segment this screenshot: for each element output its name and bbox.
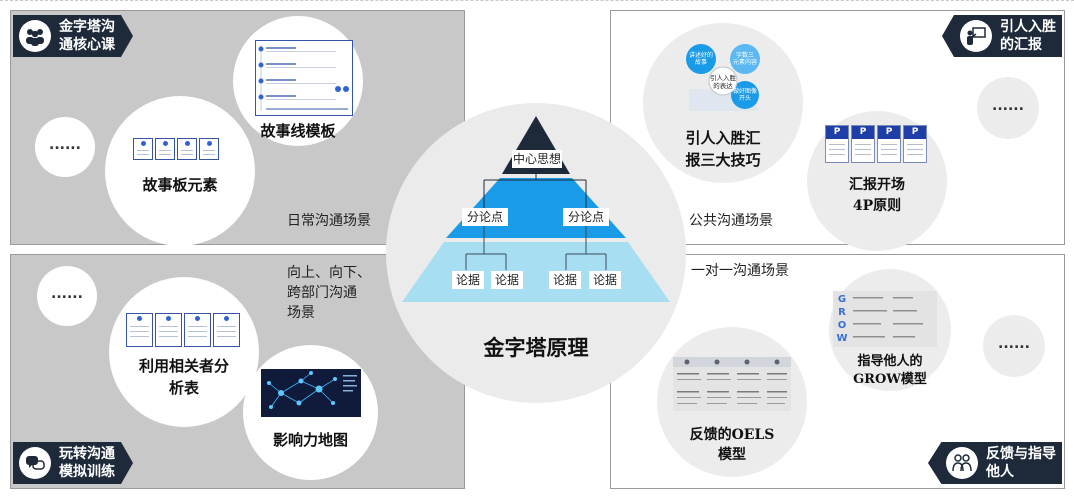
grow-letter-o: O (837, 320, 847, 331)
presenter-icon (960, 20, 992, 52)
grow-circle: G R O W 指导他人的 GROW模型 (829, 269, 951, 391)
oels-model-graphic (673, 357, 791, 404)
report-bubble-1: 讲述好的 故事 (688, 52, 713, 66)
pyramid-evidence-3: 论据 (549, 271, 581, 289)
pyramid-evidence-4: 论据 (589, 271, 621, 289)
grow-label: 指导他人的 GROW模型 (853, 354, 927, 387)
more-circle: ...... (35, 117, 95, 177)
four-p-label: 汇报开场 4P原则 (849, 177, 905, 214)
top-dashed-line (0, 0, 1074, 1)
pyramid-central-idea: 中心思想 (512, 150, 562, 168)
more-circle: ...... (977, 77, 1039, 139)
badge-feedback-coaching: 反馈与指导 他人 (928, 442, 1062, 484)
oels-circle: 反馈的OELS 模型 (657, 327, 807, 477)
storyline-label: 故事线模板 (260, 122, 336, 140)
pyramid-bottom-layer (402, 242, 670, 302)
center-title: 金字塔原理 (483, 335, 589, 360)
panel-core-course: ...... 故事板元素 故事线模板 日常沟通场景 (10, 10, 465, 246)
storyboard-label: 故事板元素 (142, 176, 218, 194)
storyboard-thumbnail (133, 138, 221, 160)
scene-one-on-one: 一对一沟通场景 (691, 263, 789, 279)
pyramid-connector-lines (483, 168, 587, 208)
scene-public: 公共沟通场景 (689, 213, 773, 229)
badge-core-course-text: 金字塔沟 通核心课 (59, 19, 115, 53)
grow-letter-w: W (836, 333, 848, 344)
influence-map-circle: 影响力地图 (243, 345, 378, 480)
panel-feedback-coaching: 一对一沟通场景 G R O W 指导他人的 GROW模型 ...... (610, 254, 1065, 489)
badge-core-course: 金字塔沟 通核心课 (13, 15, 133, 57)
oels-thumbnail (673, 357, 791, 411)
grow-letter-g: G (837, 294, 847, 305)
more-circle: ...... (983, 315, 1045, 377)
oels-label: 反馈的OELS 模型 (689, 427, 775, 463)
pyramid-sub-point-1: 分论点 (462, 208, 508, 226)
panel-simulation-training: ...... 利用相关者分 析表 (10, 254, 465, 489)
report-bubble-2: 字数三 元素内容 (732, 52, 757, 66)
pyramid-evidence-1: 论据 (452, 271, 484, 289)
badge-engaging-report-text: 引人入胜 的汇报 (1000, 19, 1056, 53)
panel-engaging-report: 讲述好的 故事 字数三 元素内容 做好图像 开头 引人入胜 的表达 引人入胜汇 … (610, 10, 1065, 251)
two-people-icon (946, 447, 978, 479)
scene-daily: 日常沟通场景 (287, 213, 371, 229)
storyline-circle: 故事线模板 (233, 16, 363, 146)
four-p-thumbnail: P P P P (825, 125, 929, 163)
badge-simulation-training: 玩转沟通 模拟训练 (13, 442, 133, 484)
stakeholder-thumbnail (126, 313, 242, 347)
badge-engaging-report: 引人入胜 的汇报 (942, 15, 1062, 57)
grow-lines-graphic (853, 297, 923, 338)
influence-map-label: 影响力地图 (272, 431, 348, 449)
report-bubble-3: 做好图像 开头 (732, 88, 757, 102)
report-skills-thumbnail: 讲述好的 故事 字数三 元素内容 做好图像 开头 引人入胜 的表达 (679, 37, 767, 113)
stakeholder-label: 利用相关者分 析表 (138, 357, 229, 397)
influence-map-thumbnail (261, 369, 361, 417)
grow-thumbnail: G R O W (833, 291, 937, 347)
report-bubbles-graphic (686, 44, 760, 111)
four-p-circle: P P P P 汇报开场 4P原则 (807, 111, 947, 251)
grow-letter-r: R (838, 307, 846, 318)
storyboard-circle: 故事板元素 (105, 96, 255, 246)
storyline-timeline-graphic (258, 45, 349, 111)
chat-bubbles-icon (19, 447, 51, 479)
report-skills-circle: 讲述好的 故事 字数三 元素内容 做好图像 开头 引人入胜 的表达 引人入胜汇 … (643, 23, 803, 183)
pyramid-evidence-lines (465, 226, 607, 270)
report-center-bubble: 引人入胜 的表达 (710, 74, 736, 90)
badge-feedback-coaching-text: 反馈与指导 他人 (986, 446, 1056, 480)
scene-cross-department: 向上、向下、 跨部门沟通 场景 (287, 265, 371, 321)
pyramid-evidence-2: 论据 (491, 271, 523, 289)
badge-simulation-training-text: 玩转沟通 模拟训练 (59, 446, 115, 480)
report-skills-label: 引人入胜汇 报三大技巧 (685, 129, 761, 169)
storyline-thumbnail (255, 40, 353, 116)
more-circle: ...... (37, 266, 97, 326)
people-group-icon (19, 20, 51, 52)
pyramid-diagram (402, 116, 670, 302)
network-graph-graphic (267, 371, 357, 409)
pyramid-sub-point-2: 分论点 (563, 208, 609, 226)
stakeholder-circle: 利用相关者分 析表 (109, 277, 259, 427)
